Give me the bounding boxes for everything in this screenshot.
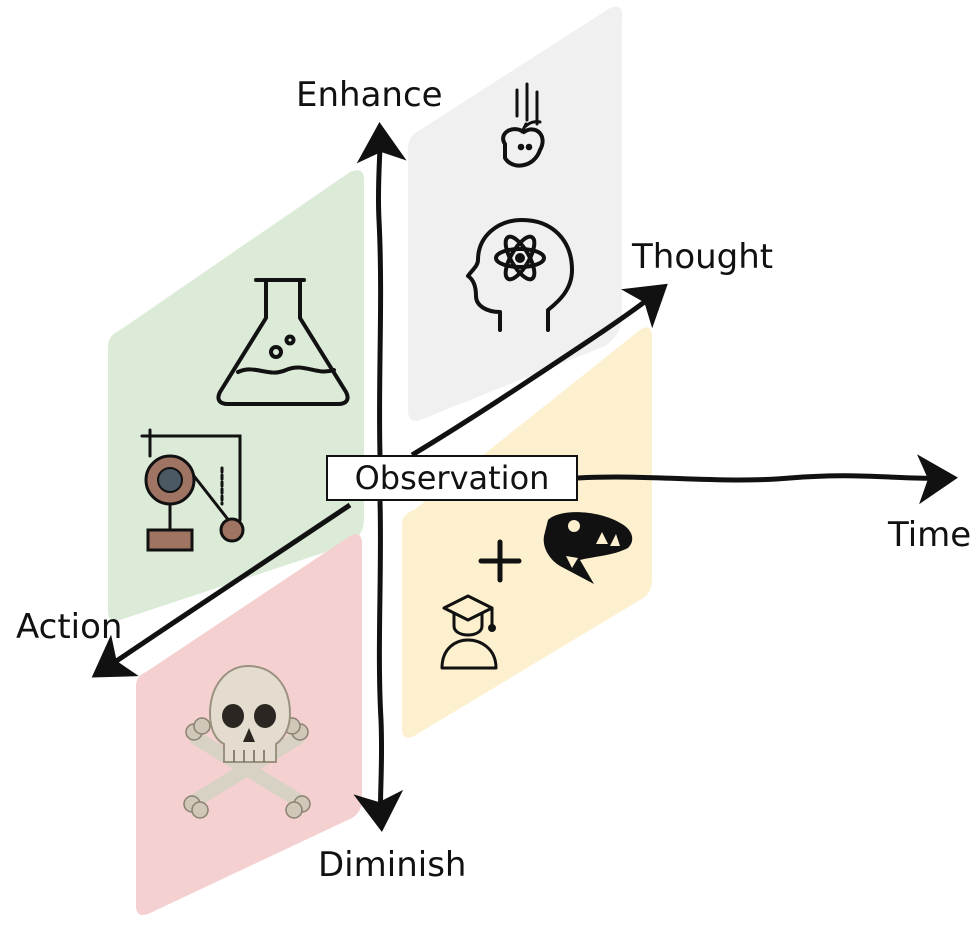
axis-label-action: Action <box>16 607 123 647</box>
graduate-icon <box>440 594 498 670</box>
axis-thought <box>410 283 668 458</box>
axis-label-time: Time <box>888 515 972 555</box>
plus-icon <box>478 539 522 583</box>
pulley-machine-icon <box>140 428 245 552</box>
axis-label-thought: Thought <box>632 237 774 277</box>
axis-time <box>577 454 958 505</box>
panel-top-right <box>408 6 623 421</box>
axis-vertical-up <box>356 122 407 456</box>
axis-label-enhance: Enhance <box>296 75 443 115</box>
head-atom-icon <box>466 218 574 332</box>
dinosaur-skull-icon <box>543 512 633 584</box>
axis-label-diminish: Diminish <box>318 845 467 885</box>
observation-box: Observation <box>326 455 578 501</box>
observation-label: Observation <box>354 459 550 497</box>
falling-apple-icon <box>501 82 545 168</box>
flask-icon <box>216 278 350 406</box>
skull-crossbones-icon <box>183 664 311 819</box>
axis-action <box>91 502 352 678</box>
axis-vertical-down <box>353 500 404 832</box>
